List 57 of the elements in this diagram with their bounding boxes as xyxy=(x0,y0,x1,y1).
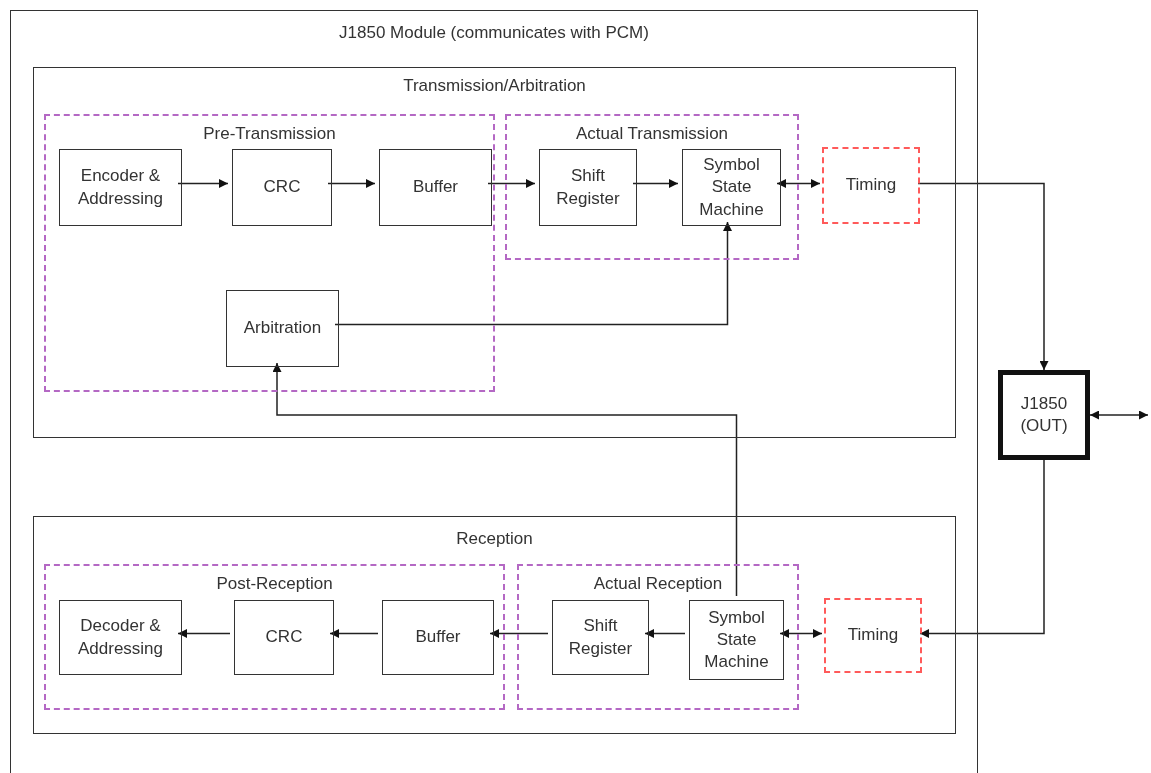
process-box xyxy=(379,149,492,226)
timing-box xyxy=(822,147,920,224)
process-box xyxy=(382,600,494,675)
section-panel xyxy=(33,516,956,734)
arrow xyxy=(644,629,686,638)
arrow xyxy=(487,179,536,188)
arrow xyxy=(177,179,229,188)
process-box xyxy=(539,149,637,226)
arrow xyxy=(272,362,738,597)
section-heading: J1850 Module (communicates with PCM) xyxy=(338,23,650,43)
dashed-group xyxy=(505,114,799,260)
process-box xyxy=(226,290,339,367)
output-box xyxy=(998,370,1090,460)
section-heading: Transmission/Arbitration xyxy=(402,76,587,96)
section-heading: Actual Transmission xyxy=(574,124,730,144)
arrow xyxy=(919,459,1045,638)
arrow xyxy=(327,179,376,188)
process-box xyxy=(59,600,182,675)
process-box xyxy=(552,600,649,675)
timing-box xyxy=(824,598,922,673)
box-label: Buffer xyxy=(415,626,461,649)
box-label: Buffer xyxy=(412,176,459,199)
arrow xyxy=(779,629,823,638)
dashed-group xyxy=(44,564,505,710)
arrow xyxy=(917,182,1049,371)
arrow xyxy=(1089,410,1149,420)
process-box xyxy=(232,149,332,226)
box-label: Encoder & Addressing xyxy=(76,165,165,210)
box-label: Arbitration xyxy=(243,317,322,340)
process-box xyxy=(689,600,784,680)
box-label: Decoder & Addressing xyxy=(76,615,165,660)
process-box xyxy=(234,600,334,675)
box-label: Symbol State Machine xyxy=(698,154,765,221)
arrow xyxy=(329,629,379,638)
section-heading: Reception xyxy=(455,529,534,549)
arrow xyxy=(632,179,679,188)
section-panel xyxy=(10,10,978,773)
dashed-group xyxy=(44,114,495,392)
arrow xyxy=(334,221,732,326)
section-heading: Actual Reception xyxy=(592,574,724,594)
arrow xyxy=(489,629,549,638)
box-label: CRC xyxy=(265,626,303,649)
process-box xyxy=(682,149,781,226)
box-label: Shift Register xyxy=(567,615,634,660)
section-heading: Post-Reception xyxy=(215,574,334,594)
section-panel xyxy=(33,67,956,438)
box-label: J1850 (OUT) xyxy=(1019,392,1069,437)
section-heading: Pre-Transmission xyxy=(202,124,337,144)
dashed-group xyxy=(517,564,799,710)
box-label: CRC xyxy=(263,176,301,199)
box-label: Shift Register xyxy=(555,165,621,210)
process-box xyxy=(59,149,182,226)
box-label: Timing xyxy=(847,624,899,647)
box-label: Timing xyxy=(845,174,897,197)
arrow xyxy=(177,629,231,638)
arrow xyxy=(776,179,821,188)
box-label: Symbol State Machine xyxy=(703,606,770,674)
